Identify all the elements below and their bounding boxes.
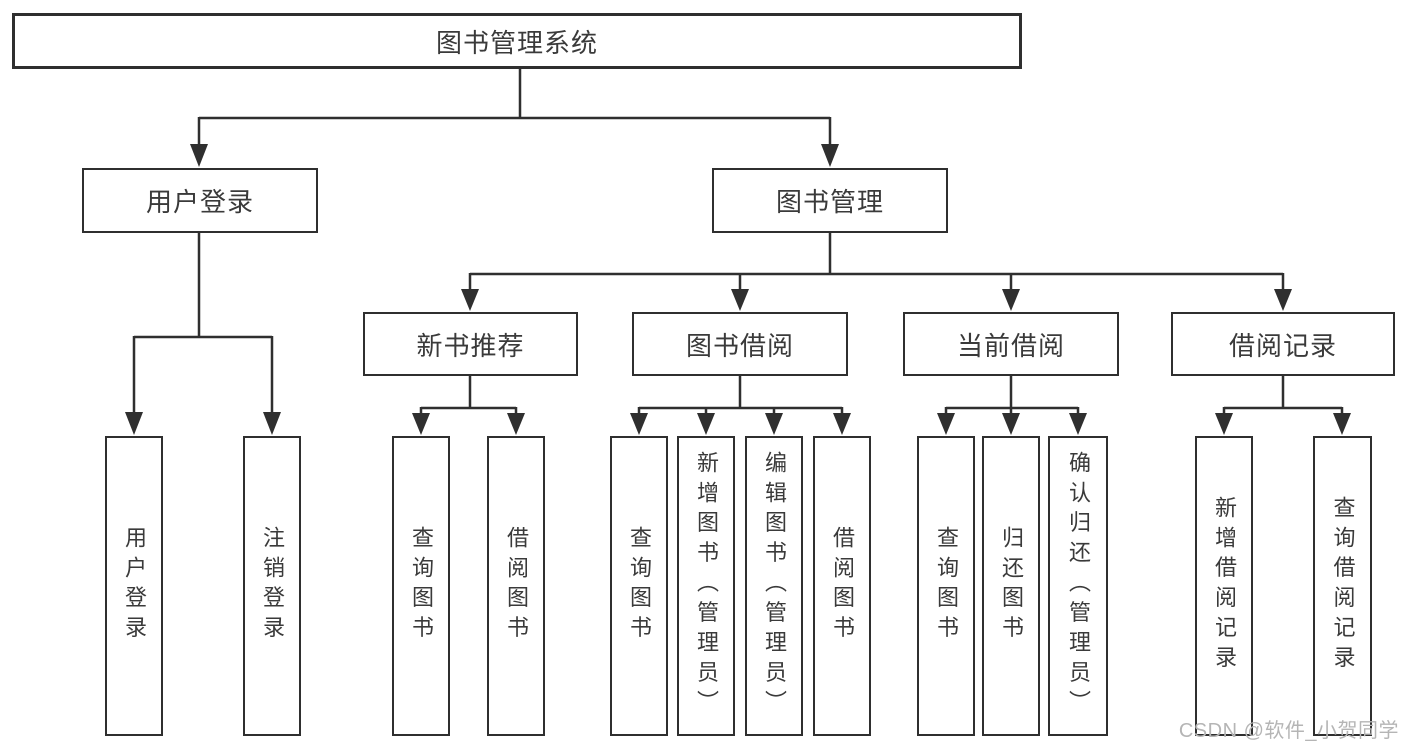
leaf-newbooks-borrow-books: 借阅图书	[487, 436, 545, 736]
node-new-book-recommend: 新书推荐	[363, 312, 578, 376]
node-root-system: 图书管理系统	[12, 13, 1022, 69]
csdn-watermark: CSDN @软件_小贺同学	[1178, 720, 1399, 742]
node-book-management: 图书管理	[712, 168, 948, 233]
leaf-current-return-books: 归还图书	[982, 436, 1040, 736]
node-current-borrow: 当前借阅	[903, 312, 1119, 376]
node-book-borrow: 图书借阅	[632, 312, 848, 376]
leaf-current-confirm-return-admin: 确认归还（管理员）	[1048, 436, 1108, 736]
leaf-logout: 注销登录	[243, 436, 301, 736]
leaf-records-add-record: 新增借阅记录	[1195, 436, 1253, 736]
leaf-borrow-query-books: 查询图书	[610, 436, 668, 736]
leaf-newbooks-query-books: 查询图书	[392, 436, 450, 736]
node-borrow-records: 借阅记录	[1171, 312, 1395, 376]
leaf-borrow-add-books-admin: 新增图书（管理员）	[677, 436, 735, 736]
leaf-borrow-edit-books-admin: 编辑图书（管理员）	[745, 436, 803, 736]
leaf-borrow-borrow-books: 借阅图书	[813, 436, 871, 736]
leaf-records-query-record: 查询借阅记录	[1313, 436, 1372, 736]
node-user-login: 用户登录	[82, 168, 318, 233]
leaf-current-query-books: 查询图书	[917, 436, 975, 736]
leaf-user-login: 用户登录	[105, 436, 163, 736]
